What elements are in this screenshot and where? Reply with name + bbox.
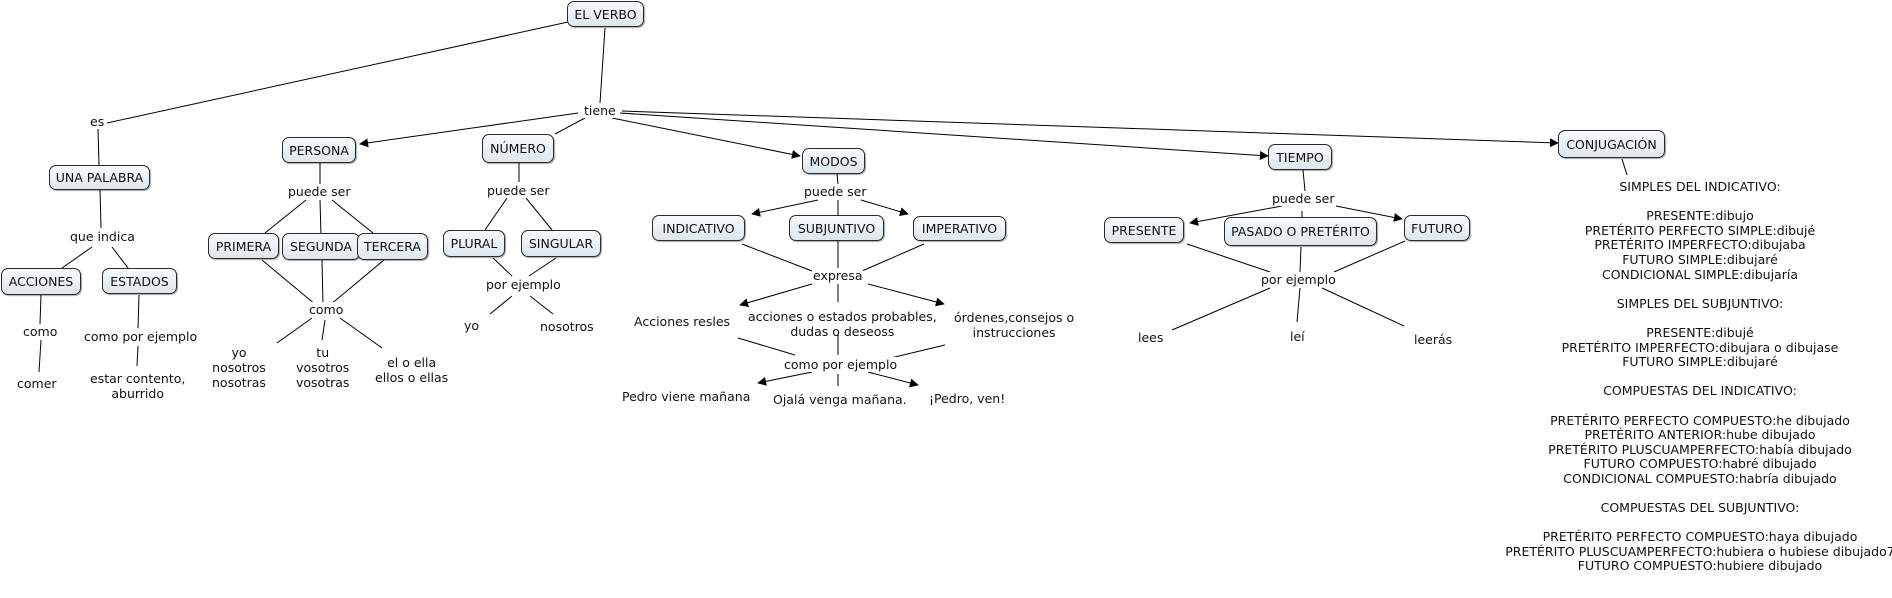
node-imperativo[interactable]: IMPERATIVO bbox=[913, 216, 1006, 241]
edge-tiene-modos bbox=[611, 117, 801, 159]
text-lees: lees bbox=[1138, 330, 1164, 345]
text-tu-vosotros: tu vosotros vosotras bbox=[296, 345, 350, 390]
text-el-ella: el o ella ellos o ellas bbox=[375, 355, 449, 385]
node-primera[interactable]: PRIMERA bbox=[208, 233, 279, 259]
text-leeras: leerás bbox=[1414, 332, 1453, 347]
text-pedro-viene: Pedro viene mañana bbox=[622, 389, 751, 404]
text-acciones-probables: acciones o estados probables, dudas o de… bbox=[748, 309, 937, 339]
text-comer: comer bbox=[17, 376, 57, 391]
text-lei: leí bbox=[1290, 329, 1305, 344]
link-puede-ser-tiempo: puede ser bbox=[1272, 191, 1335, 206]
link-por-ejemplo-tiempo: por ejemplo bbox=[1261, 272, 1336, 287]
edge-palabra-queindica bbox=[99, 188, 102, 229]
edge-tiene-persona bbox=[359, 112, 579, 148]
text-nosotros: nosotros bbox=[540, 319, 594, 334]
text-yo: yo bbox=[464, 318, 480, 333]
edge-root-tiene bbox=[599, 27, 606, 104]
node-el-verbo[interactable]: EL VERBO bbox=[567, 1, 644, 27]
node-acciones[interactable]: ACCIONES bbox=[1, 268, 81, 295]
edge-ejemplo-estar bbox=[136, 345, 139, 367]
node-singular[interactable]: SINGULAR bbox=[521, 230, 601, 257]
text-estar-contento: estar contento, aburrido bbox=[90, 371, 186, 401]
node-pasado[interactable]: PASADO O PRETÉRITO bbox=[1224, 217, 1377, 246]
edge-queindica-acciones bbox=[61, 246, 93, 269]
link-que-indica: que indica bbox=[70, 229, 135, 244]
node-presente[interactable]: PRESENTE bbox=[1104, 217, 1184, 243]
text-pedro-ven: ¡Pedro, ven! bbox=[929, 391, 1006, 406]
text-ojala: Ojalá venga mañana. bbox=[773, 392, 907, 407]
edge-como-comer bbox=[38, 339, 42, 373]
link-tiene: tiene bbox=[584, 103, 616, 118]
edge-root-es bbox=[106, 21, 569, 124]
link-como: como bbox=[23, 324, 58, 339]
node-persona[interactable]: PERSONA bbox=[282, 137, 356, 163]
node-indicativo[interactable]: INDICATIVO bbox=[652, 215, 745, 241]
edge-acciones-como bbox=[39, 294, 42, 325]
link-como-persona: como bbox=[309, 302, 344, 317]
link-expresa: expresa bbox=[813, 268, 863, 283]
link-por-ejemplo-numero: por ejemplo bbox=[486, 277, 561, 292]
text-yo-nosotros: yo nosotros nosotras bbox=[212, 345, 266, 390]
text-acciones-resles: Acciones resles bbox=[634, 314, 731, 329]
link-puede-ser-numero: puede ser bbox=[487, 183, 550, 198]
node-segunda[interactable]: SEGUNDA bbox=[282, 233, 360, 260]
text-ordenes: órdenes,consejos o instrucciones bbox=[954, 310, 1075, 340]
node-futuro[interactable]: FUTURO bbox=[1404, 215, 1470, 241]
text-conjugacion-detail: SIMPLES DEL INDICATIVO: PRESENTE:dibujo … bbox=[1505, 179, 1892, 574]
node-modos[interactable]: MODOS bbox=[802, 148, 865, 174]
edge-tiene-numero bbox=[554, 117, 586, 135]
edge-estados-ejemplo bbox=[137, 294, 140, 329]
link-es: es bbox=[90, 114, 105, 129]
node-tiempo[interactable]: TIEMPO bbox=[1268, 144, 1332, 170]
node-numero[interactable]: NÚMERO bbox=[482, 134, 554, 163]
link-puede-ser-persona: puede ser bbox=[288, 184, 351, 199]
node-conjugacion[interactable]: CONJUGACIÓN bbox=[1558, 130, 1665, 158]
edge-queindica-estados bbox=[111, 246, 129, 269]
node-estados[interactable]: ESTADOS bbox=[102, 268, 177, 294]
edge-tiene-conjugacion bbox=[621, 110, 1559, 148]
node-subjuntivo[interactable]: SUBJUNTIVO bbox=[789, 215, 884, 241]
link-como-por-ejemplo: como por ejemplo bbox=[84, 329, 198, 344]
edge-es-palabra bbox=[97, 128, 100, 166]
link-puede-ser-modos: puede ser bbox=[804, 184, 867, 199]
node-tercera[interactable]: TERCERA bbox=[357, 233, 428, 260]
node-una-palabra[interactable]: UNA PALABRA bbox=[49, 165, 150, 190]
link-como-por-ejemplo-modos: como por ejemplo bbox=[784, 357, 898, 372]
node-plural[interactable]: PLURAL bbox=[443, 230, 505, 257]
edge-tiene-tiempo bbox=[619, 112, 1269, 160]
